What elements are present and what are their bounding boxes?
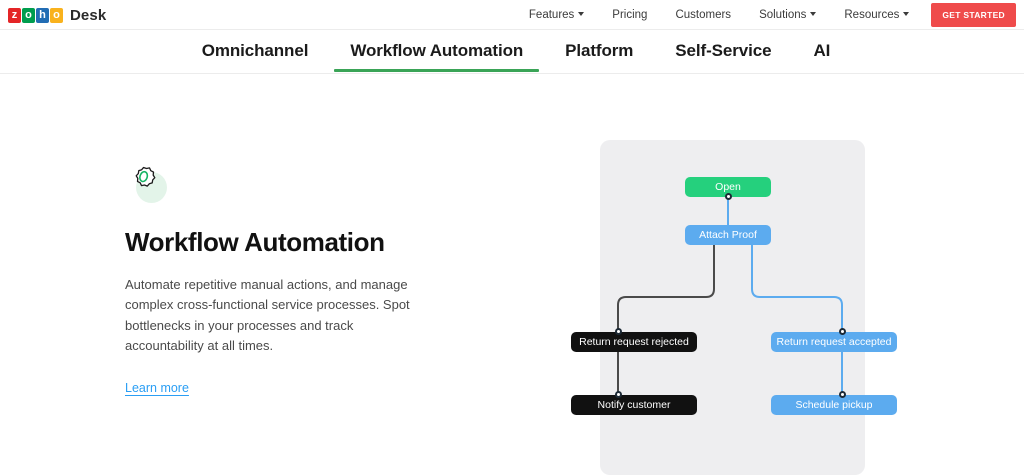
top-navigation: Features Pricing Customers Solutions Res… bbox=[515, 0, 1024, 30]
tab-workflow-automation[interactable]: Workflow Automation bbox=[329, 31, 544, 72]
gear-icon-svg bbox=[135, 166, 156, 187]
gear-icon bbox=[125, 163, 167, 205]
tab-ai[interactable]: AI bbox=[813, 41, 831, 60]
connector-dot-notify bbox=[614, 391, 622, 398]
zoho-logo-tile-h: h bbox=[36, 7, 49, 23]
nav-item-resources-label: Resources bbox=[844, 9, 900, 21]
nav-item-features-label: Features bbox=[528, 9, 575, 21]
learn-more-link[interactable]: Learn more bbox=[125, 381, 189, 396]
nav-item-solutions-label: Solutions bbox=[759, 9, 807, 21]
tab-platform[interactable]: Platform bbox=[565, 41, 634, 60]
node-attach-proof[interactable]: Attach Proof bbox=[685, 225, 771, 245]
connector-dot-rejected bbox=[614, 328, 622, 335]
node-return-request-rejected[interactable]: Return request rejected bbox=[571, 332, 697, 352]
nav-item-customers[interactable]: Customers bbox=[661, 0, 745, 30]
chevron-down-icon bbox=[903, 12, 910, 16]
zoho-logo-tile-z: z bbox=[8, 7, 21, 23]
nav-item-pricing-label: Pricing bbox=[612, 9, 648, 21]
connector-dot-pickup bbox=[838, 391, 846, 398]
zoho-logo-tile-o2: o bbox=[50, 7, 63, 23]
section-tabbar: Omnichannel Workflow Automation Platform… bbox=[0, 31, 1024, 74]
node-schedule-pickup[interactable]: Schedule pickup bbox=[771, 395, 897, 415]
zoho-logo[interactable]: z o h o bbox=[8, 7, 63, 23]
tab-self-service[interactable]: Self-Service bbox=[675, 41, 772, 60]
page-title: Workflow Automation bbox=[125, 227, 385, 257]
zoho-logo-tile-o1: o bbox=[22, 7, 35, 23]
product-name: Desk bbox=[70, 6, 107, 24]
connector-dot-accepted bbox=[838, 328, 846, 335]
site-header: z o h o Desk Features Pricing Customers … bbox=[0, 0, 1024, 30]
connector-dot-open bbox=[724, 193, 732, 200]
nav-item-features[interactable]: Features bbox=[515, 0, 598, 30]
nav-item-resources[interactable]: Resources bbox=[830, 0, 923, 30]
get-started-button[interactable]: GET STARTED bbox=[931, 3, 1016, 27]
feature-panel: Workflow Automation Automate repetitive … bbox=[125, 163, 425, 397]
tab-omnichannel[interactable]: Omnichannel bbox=[201, 41, 309, 60]
nav-item-customers-label: Customers bbox=[675, 9, 732, 21]
node-return-request-accepted[interactable]: Return request accepted bbox=[771, 332, 897, 352]
brand-logo-group[interactable]: z o h o Desk bbox=[8, 0, 106, 30]
nav-item-pricing[interactable]: Pricing bbox=[598, 0, 661, 30]
chevron-down-icon bbox=[810, 12, 817, 16]
chevron-down-icon bbox=[578, 12, 585, 16]
nav-item-solutions[interactable]: Solutions bbox=[745, 0, 830, 30]
node-notify-customer[interactable]: Notify customer bbox=[571, 395, 697, 415]
feature-description: Automate repetitive manual actions, and … bbox=[125, 276, 410, 354]
node-open[interactable]: Open bbox=[685, 177, 771, 197]
